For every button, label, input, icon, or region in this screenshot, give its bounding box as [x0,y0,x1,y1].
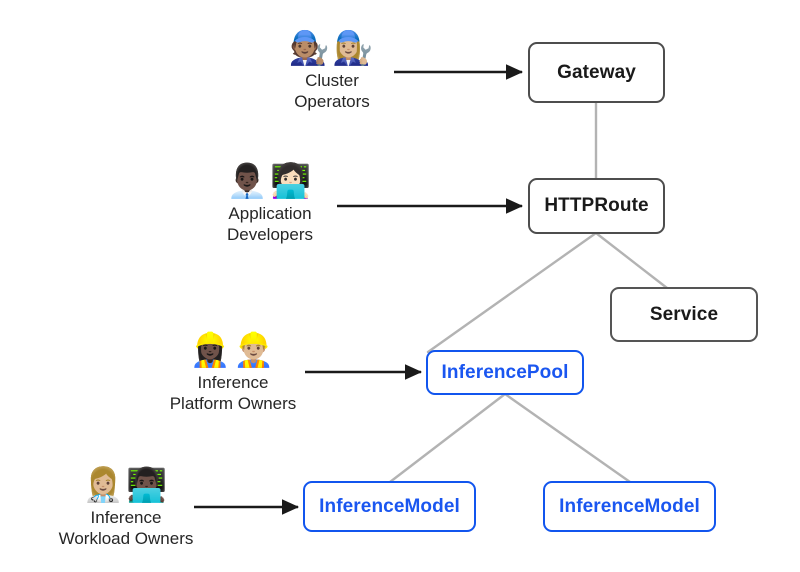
node-inferencepool-label: InferencePool [441,361,569,383]
node-inferencemodel-2-label: InferenceModel [559,495,700,517]
cluster-operators-icons: 🧑🏽‍🔧👩🏼‍🔧 [288,28,376,67]
persona-inference-platform-owners: 👷🏿‍♀️👷🏼‍♂️ Inference Platform Owners [155,330,311,414]
node-inferencemodel-2[interactable]: InferenceModel [543,481,716,532]
connector-httproute-to-service [594,231,669,290]
application-developers-label: Application Developers [227,204,313,244]
node-httproute[interactable]: HTTPRoute [528,178,665,234]
node-gateway[interactable]: Gateway [528,42,665,103]
application-developers-icons: 👨🏿‍💼👩🏻‍💻 [226,161,314,200]
node-service-label: Service [649,303,719,325]
connector-inferencepool-to-model-1 [388,392,507,484]
inference-platform-owners-icons: 👷🏿‍♀️👷🏼‍♂️ [189,330,277,369]
node-gateway-label: Gateway [557,61,636,83]
inference-workload-owners-icons: 👩🏼‍⚕️👨🏿‍💻 [82,465,170,504]
persona-cluster-operators: 🧑🏽‍🔧👩🏼‍🔧 Cluster Operators [258,28,406,112]
connector-httproute-to-inferencepool [426,231,598,354]
node-inferencepool[interactable]: InferencePool [426,350,584,395]
cluster-operators-label: Cluster Operators [294,71,370,111]
inference-workload-owners-label: Inference Workload Owners [58,508,194,548]
persona-inference-workload-owners: 👩🏼‍⚕️👨🏿‍💻 Inference Workload Owners [46,465,206,549]
node-inferencemodel-1[interactable]: InferenceModel [303,481,476,532]
inference-platform-owners-label: Inference Platform Owners [169,373,297,413]
node-httproute-label: HTTPRoute [544,195,649,216]
node-inferencemodel-1-label: InferenceModel [319,495,460,517]
node-service[interactable]: Service [610,287,758,342]
connector-inferencepool-to-model-2 [503,392,632,484]
persona-application-developers: 👨🏿‍💼👩🏻‍💻 Application Developers [196,161,344,245]
